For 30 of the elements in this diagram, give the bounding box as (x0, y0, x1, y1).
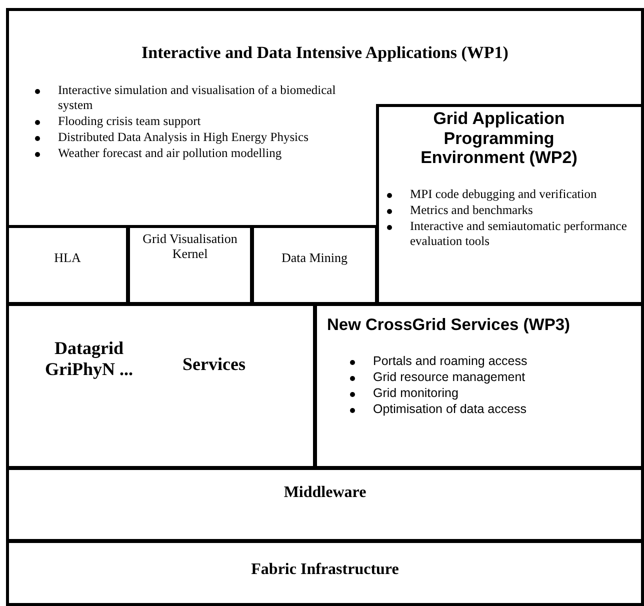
bullet-item: Distributed Data Analysis in High Energy Physics (58, 130, 308, 145)
bullet-item: Weather forecast and air pollution modelling (58, 146, 282, 161)
bullet-item: Grid resource management (373, 370, 526, 385)
module-box (251, 225, 378, 305)
bullet-item: Flooding crisis team support (58, 114, 201, 129)
bullet-item: Metrics and benchmarks (410, 203, 533, 218)
bullet-item: Optimisation of data access (373, 402, 527, 417)
bullet-item: Grid monitoring (373, 386, 458, 401)
bullet-item: MPI code debugging and verification (410, 187, 597, 202)
heading: Grid Application Programming Environment (WP2) (420, 109, 578, 168)
heading: New CrossGrid Services (WP3) (327, 316, 572, 335)
layer-box (314, 303, 644, 469)
heading: Interactive and Data Intensive Applications (WP1) (140, 43, 510, 63)
heading: HLA (53, 251, 82, 266)
heading: Middleware (282, 484, 368, 502)
heading: Data Mining (280, 251, 349, 266)
heading: Fabric Infrastructure (250, 561, 400, 580)
bullet-item: Interactive and semiautomatic performance evaluation tools (410, 219, 628, 249)
layer-box (6, 8, 644, 305)
layer-box (6, 303, 316, 469)
heading: Grid Visualisation Kernel (142, 232, 238, 262)
module-box (6, 225, 129, 305)
layer-box (376, 104, 644, 305)
bullet-item: Portals and roaming access (373, 354, 528, 369)
layer-box (6, 467, 644, 542)
bullet-item: Interactive simulation and visualisation of a biomedical system (58, 83, 337, 113)
layer-box (6, 540, 644, 606)
heading: Services (182, 354, 246, 375)
module-box (127, 225, 253, 305)
heading: Datagrid GriPhyN ... (44, 338, 134, 380)
